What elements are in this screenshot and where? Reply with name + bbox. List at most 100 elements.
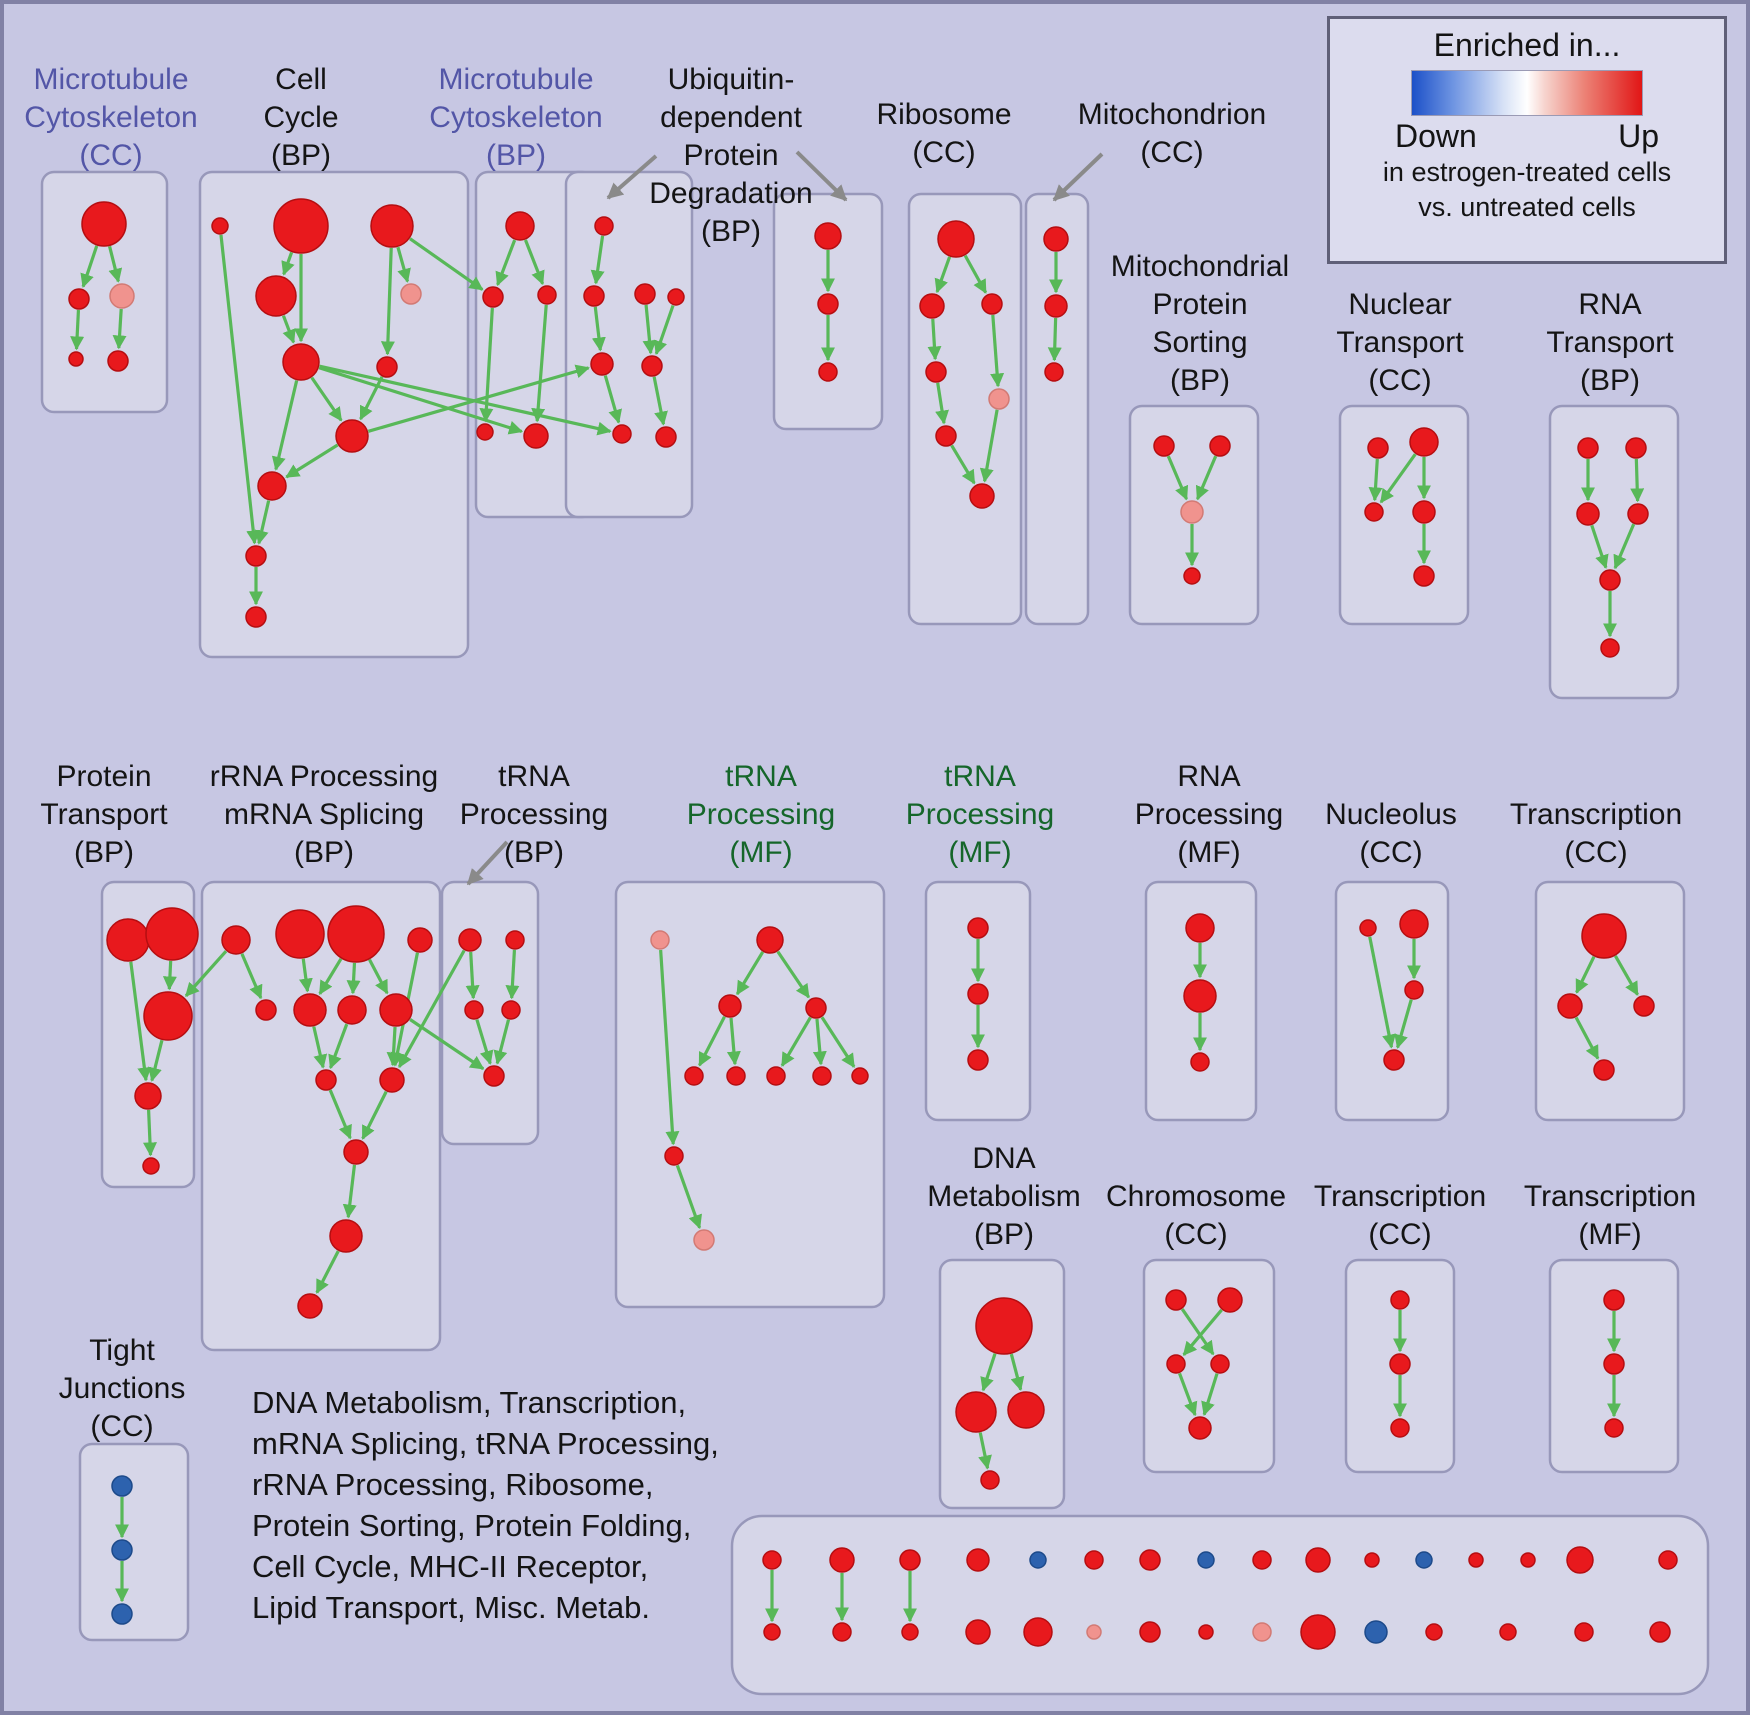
relation-edge [652, 376, 668, 426]
go-term-node [1084, 1550, 1104, 1570]
relation-edge [1166, 455, 1189, 501]
go-term-node [537, 285, 557, 305]
go-term-node [1383, 1049, 1405, 1071]
go-term-node [1468, 1552, 1484, 1568]
relation-edge [475, 1019, 494, 1065]
go-term-node [818, 362, 838, 382]
go-term-node [901, 1623, 919, 1641]
go-term-node [1044, 294, 1068, 318]
relation-edge [409, 237, 484, 291]
go-term-node [335, 419, 369, 453]
go-term-node [1389, 1353, 1411, 1375]
relation-edge [219, 234, 261, 545]
go-term-node [1185, 913, 1215, 943]
go-term-node [612, 424, 632, 444]
go-term-node [273, 198, 329, 254]
relation-edge [281, 315, 296, 344]
relation-edge [112, 308, 127, 350]
go-term-node [107, 350, 129, 372]
go-term-node [1183, 567, 1201, 585]
relation-edge [184, 950, 228, 997]
go-term-node [851, 1067, 869, 1085]
go-term-node [590, 352, 614, 376]
cluster-label-mitochondrion-cc: Mitochondrion(CC) [1078, 98, 1266, 169]
relation-edge [298, 958, 313, 993]
cluster-box-dna-metabolism-bp [938, 1258, 1066, 1510]
go-term-node [967, 917, 989, 939]
relation-edge [285, 443, 339, 479]
go-term-node [255, 999, 277, 1021]
go-term-node [1600, 638, 1620, 658]
go-term-node [641, 355, 663, 377]
relation-edge [1180, 1308, 1215, 1356]
go-term-node [655, 426, 677, 448]
go-term-node [1197, 1551, 1215, 1569]
relation-edge [397, 949, 466, 1069]
relation-edge [820, 1016, 856, 1068]
go-term-node [965, 1619, 991, 1645]
cluster-box-nucleolus-cc [1334, 880, 1450, 1122]
misc-categories-note: DNA Metabolism, Transcription, mRNA Spli… [252, 1382, 719, 1628]
relation-edge [1613, 523, 1636, 570]
relation-edge [380, 247, 395, 356]
relation-edge [315, 1250, 340, 1294]
go-term-node [1574, 1622, 1594, 1642]
go-term-node [814, 222, 842, 250]
relation-edge [659, 949, 680, 1146]
relation-edge [698, 1015, 726, 1067]
go-term-node [376, 356, 398, 378]
go-term-node [1043, 226, 1069, 252]
go-term-node [245, 606, 267, 628]
go-term-node [726, 1066, 746, 1086]
go-term-node [1217, 1287, 1243, 1313]
go-term-node [1649, 1621, 1671, 1643]
go-term-node [483, 1065, 505, 1087]
go-term-node [1044, 362, 1064, 382]
go-term-node [476, 423, 494, 441]
note-line: DNA Metabolism, Transcription, [252, 1385, 687, 1420]
go-term-node [1390, 1290, 1410, 1310]
cluster-box-nuclear-transport-cc [1338, 404, 1470, 626]
relation-edge [523, 239, 545, 286]
relation-edge [776, 950, 811, 999]
relation-edge [240, 953, 263, 1000]
cluster-box-rna-transport-bp [1548, 404, 1680, 700]
go-term-node [966, 1548, 990, 1572]
go-term-node [1183, 979, 1217, 1013]
cluster-box-trna-processing-bp [440, 880, 540, 1146]
go-term-node [255, 275, 297, 317]
go-term-node [1577, 437, 1599, 459]
go-term-node [293, 993, 327, 1027]
go-term-node [1367, 437, 1389, 459]
relation-edge [1575, 955, 1596, 994]
relation-edge [1178, 1372, 1198, 1417]
go-term-node [1425, 1623, 1443, 1641]
cluster-box-ubiquitin-degradation-bp-a [564, 170, 694, 519]
cluster-label-transcription-mf: Transcription(MF) [1524, 1180, 1696, 1251]
go-term-node [667, 288, 685, 306]
go-term-node [766, 1066, 786, 1086]
relation-edge [1590, 524, 1609, 569]
go-term-node [109, 283, 135, 309]
go-term-node [1180, 500, 1204, 524]
relation-edge [780, 1016, 812, 1067]
go-term-node [967, 983, 989, 1005]
go-term-node [1198, 1624, 1214, 1640]
note-line: mRNA Splicing, tRNA Processing, [252, 1426, 719, 1461]
go-term-node [1153, 435, 1175, 457]
go-term-node [832, 1622, 852, 1642]
go-term-node [343, 1139, 369, 1165]
relation-edge [979, 409, 999, 483]
relation-edge [318, 957, 343, 995]
relation-edge [359, 376, 384, 421]
go-term-node [315, 1069, 337, 1091]
go-term-node [583, 285, 605, 307]
go-term-node [762, 1550, 782, 1570]
